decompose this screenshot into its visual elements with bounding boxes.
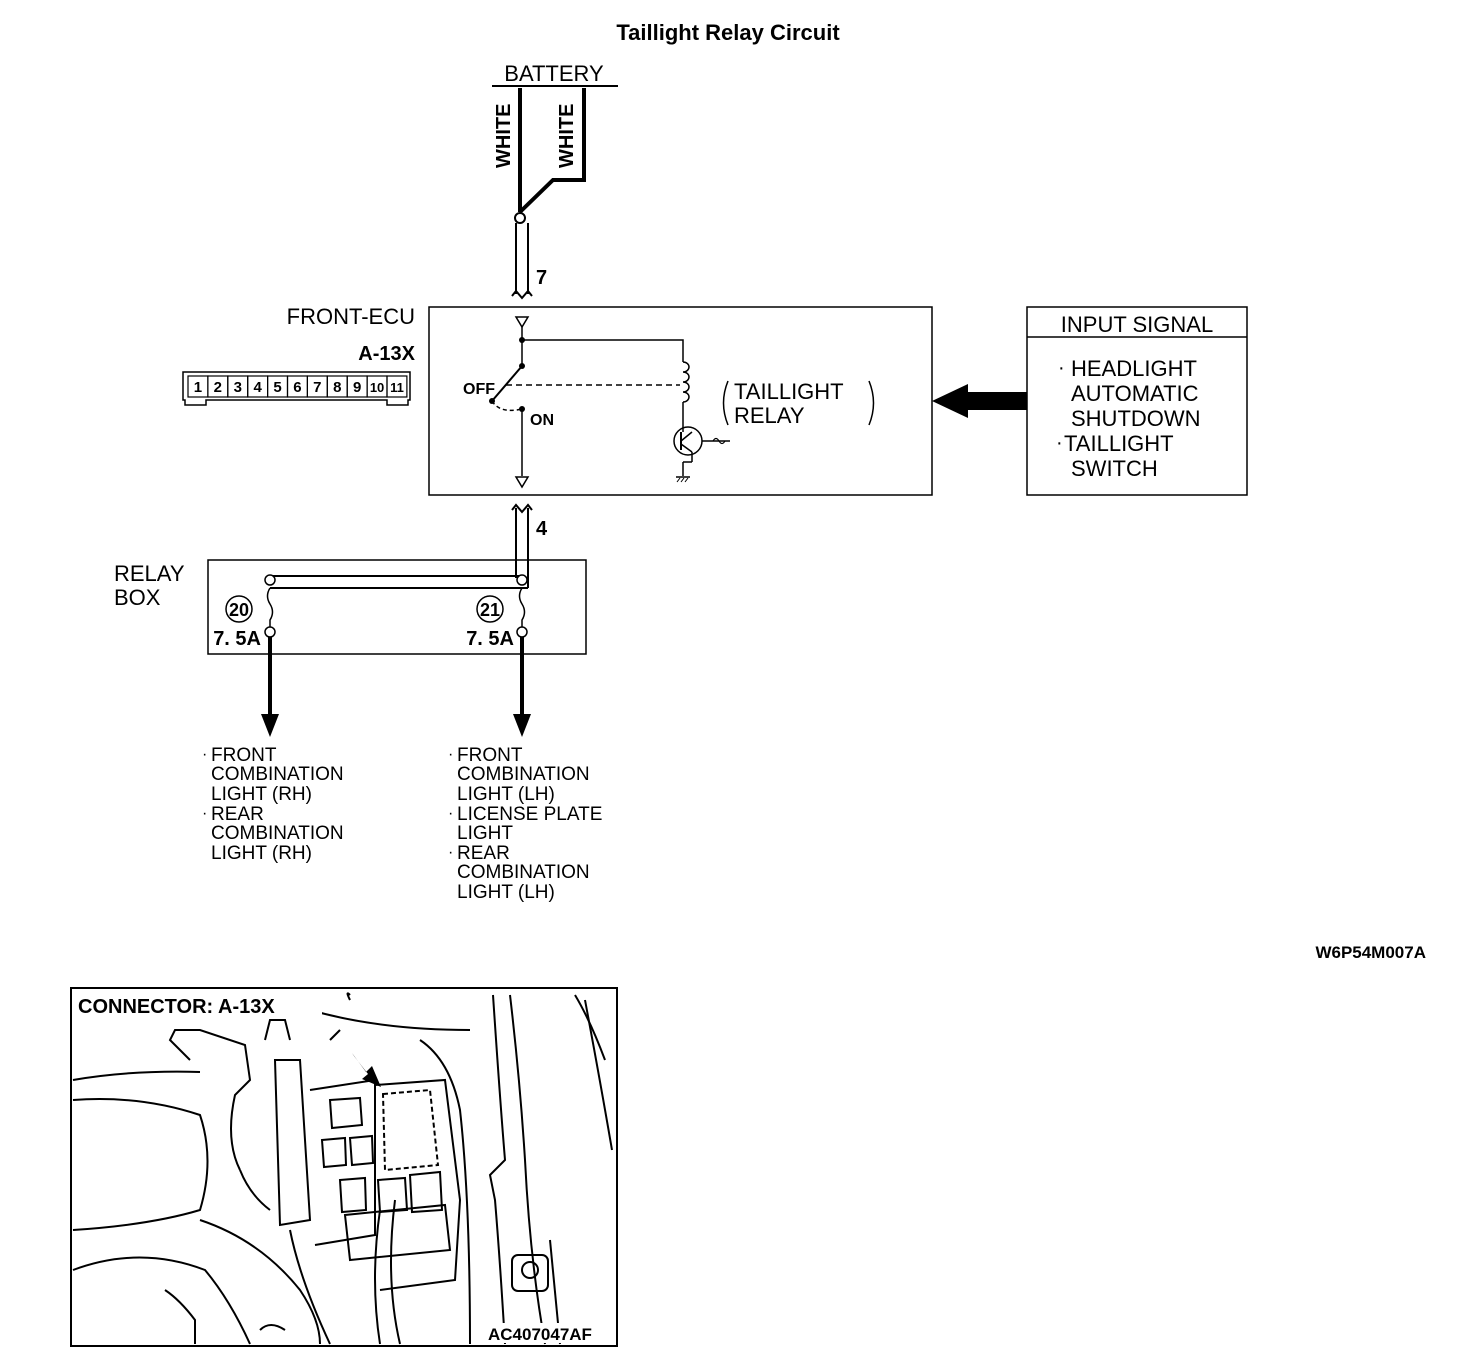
input-item-1-line1: HEADLIGHT [1071,356,1197,381]
output-right-3-line3: LIGHT (LH) [457,882,555,903]
relay-box-outline [207,559,587,655]
svg-text:·: · [448,746,453,763]
connector-pin-number: 2 [214,379,222,396]
connector-pin-number: 5 [273,379,281,396]
wire-7-label: 7 [536,267,547,289]
fuse-21-rating: 7. 5A [466,628,514,650]
photo-label-background [74,991,322,1017]
wire-color-right: WHITE [556,104,578,168]
connector-pin-number: 7 [313,379,321,396]
front-ecu-outline [428,306,933,496]
relay-label-line2: RELAY [734,403,805,428]
connector-outline [182,371,411,406]
front-ecu-label: FRONT-ECU [287,304,415,329]
connector-pin-number: 11 [390,380,404,395]
photo-label: CONNECTOR: A-13X [78,996,275,1018]
fuse-21-number: 21 [480,600,500,620]
svg-text:·: · [1058,357,1065,379]
output-left-2-line2: COMBINATION [211,823,344,844]
front-ecu-box: OFF ON TAILLIGHT RELAY [428,306,933,496]
fuse-21-number-badge [476,595,504,623]
output-left-1-line3: LIGHT (RH) [211,784,312,805]
photo-code: AC407047AF [488,1325,592,1344]
output-right-3-line2: COMBINATION [457,862,590,883]
connector-pin-number: 3 [234,379,242,396]
wire-4-label: 4 [536,518,548,540]
battery-label: BATTERY [504,61,604,86]
output-right-1-line1: FRONT [457,745,523,766]
output-right-3-line1: REAR [457,843,510,864]
input-item-1-line3: SHUTDOWN [1071,406,1201,431]
connector-code: A-13X [358,343,415,365]
output-left-1-line1: FRONT [211,745,277,766]
wire-4: 4 [511,503,548,588]
battery-section: BATTERY WHITE WHITE [492,61,618,224]
relay-label-line1: TAILLIGHT [734,379,844,404]
svg-text:·: · [448,844,453,861]
switch-off-label: OFF [463,381,495,398]
output-list-left: · FRONT COMBINATION LIGHT (RH) · REAR CO… [202,745,344,864]
output-right-1-line2: COMBINATION [457,764,590,785]
output-left-1-line2: COMBINATION [211,764,344,785]
connector-location-photo: CONNECTOR: A-13X AC407047AF [70,987,618,1347]
svg-text:·: · [448,805,453,822]
terminal-bottom-icon [514,476,530,489]
fuse-20-rating: 7. 5A [213,628,261,650]
splice-point [514,212,526,224]
connector-pin-number: 4 [253,379,262,396]
connector-pin-number: 8 [333,379,341,396]
fuse-20-number: 20 [229,600,249,620]
output-arrow-right-icon [513,714,531,737]
connector-pin-number: 9 [353,379,361,396]
connector-pin-number: 10 [370,380,384,395]
svg-text:·: · [202,746,207,763]
wire-color-left: WHITE [493,104,515,168]
input-item-2-line2: SWITCH [1071,456,1158,481]
output-list-right: · FRONT COMBINATION LIGHT (LH) · LICENSE… [448,745,602,903]
figure-code: W6P54M007A [1315,943,1426,962]
fuse-20-icon [266,587,274,627]
svg-text:·: · [1056,432,1063,454]
output-right-2-line2: LIGHT [457,823,513,844]
output-left-2-line3: LIGHT (RH) [211,843,312,864]
photo-code-background [485,1323,613,1343]
terminal-top-icon [514,316,530,329]
switch-on-label: ON [530,412,554,429]
battery-wire-right [518,88,586,214]
connector-pointer-arrow-icon [352,1053,381,1087]
connector-pin-number: 6 [293,379,301,396]
transistor-icon [673,426,703,456]
switch-arm [491,365,523,402]
connector-pin-number: 1 [194,379,202,396]
fuse-21-icon [518,587,526,627]
input-signal-box: INPUT SIGNAL · HEADLIGHT AUTOMATIC SHUTD… [932,306,1248,496]
output-right-2-line1: LICENSE PLATE [457,804,602,825]
relay-coil-icon [682,361,690,403]
diagram-title: Taillight Relay Circuit [616,20,840,45]
photo-frame [70,987,618,1347]
input-item-1-line2: AUTOMATIC [1071,381,1199,406]
connector-pin-cell [386,375,408,398]
output-arrow-left-icon [261,714,279,737]
input-arrow-icon [932,384,1027,418]
output-right-1-line3: LIGHT (LH) [457,784,555,805]
relay-box-label-line1: RELAY [114,561,185,586]
svg-text:·: · [202,805,207,822]
output-left-2-line1: REAR [211,804,264,825]
ground-icon [676,476,690,483]
relay-label-bracket-left [722,380,729,426]
relay-box: RELAY BOX 20 21 7. 5A 7. 5A [114,559,587,655]
relay-box-label-line2: BOX [114,585,161,610]
relay-label-bracket-right [868,380,875,426]
fuse-20-number-badge [225,595,253,623]
wire-7: 7 [511,223,547,300]
input-signal-header: INPUT SIGNAL [1061,312,1213,337]
input-item-2-line1: TAILLIGHT [1064,431,1174,456]
output-wires [261,637,531,737]
